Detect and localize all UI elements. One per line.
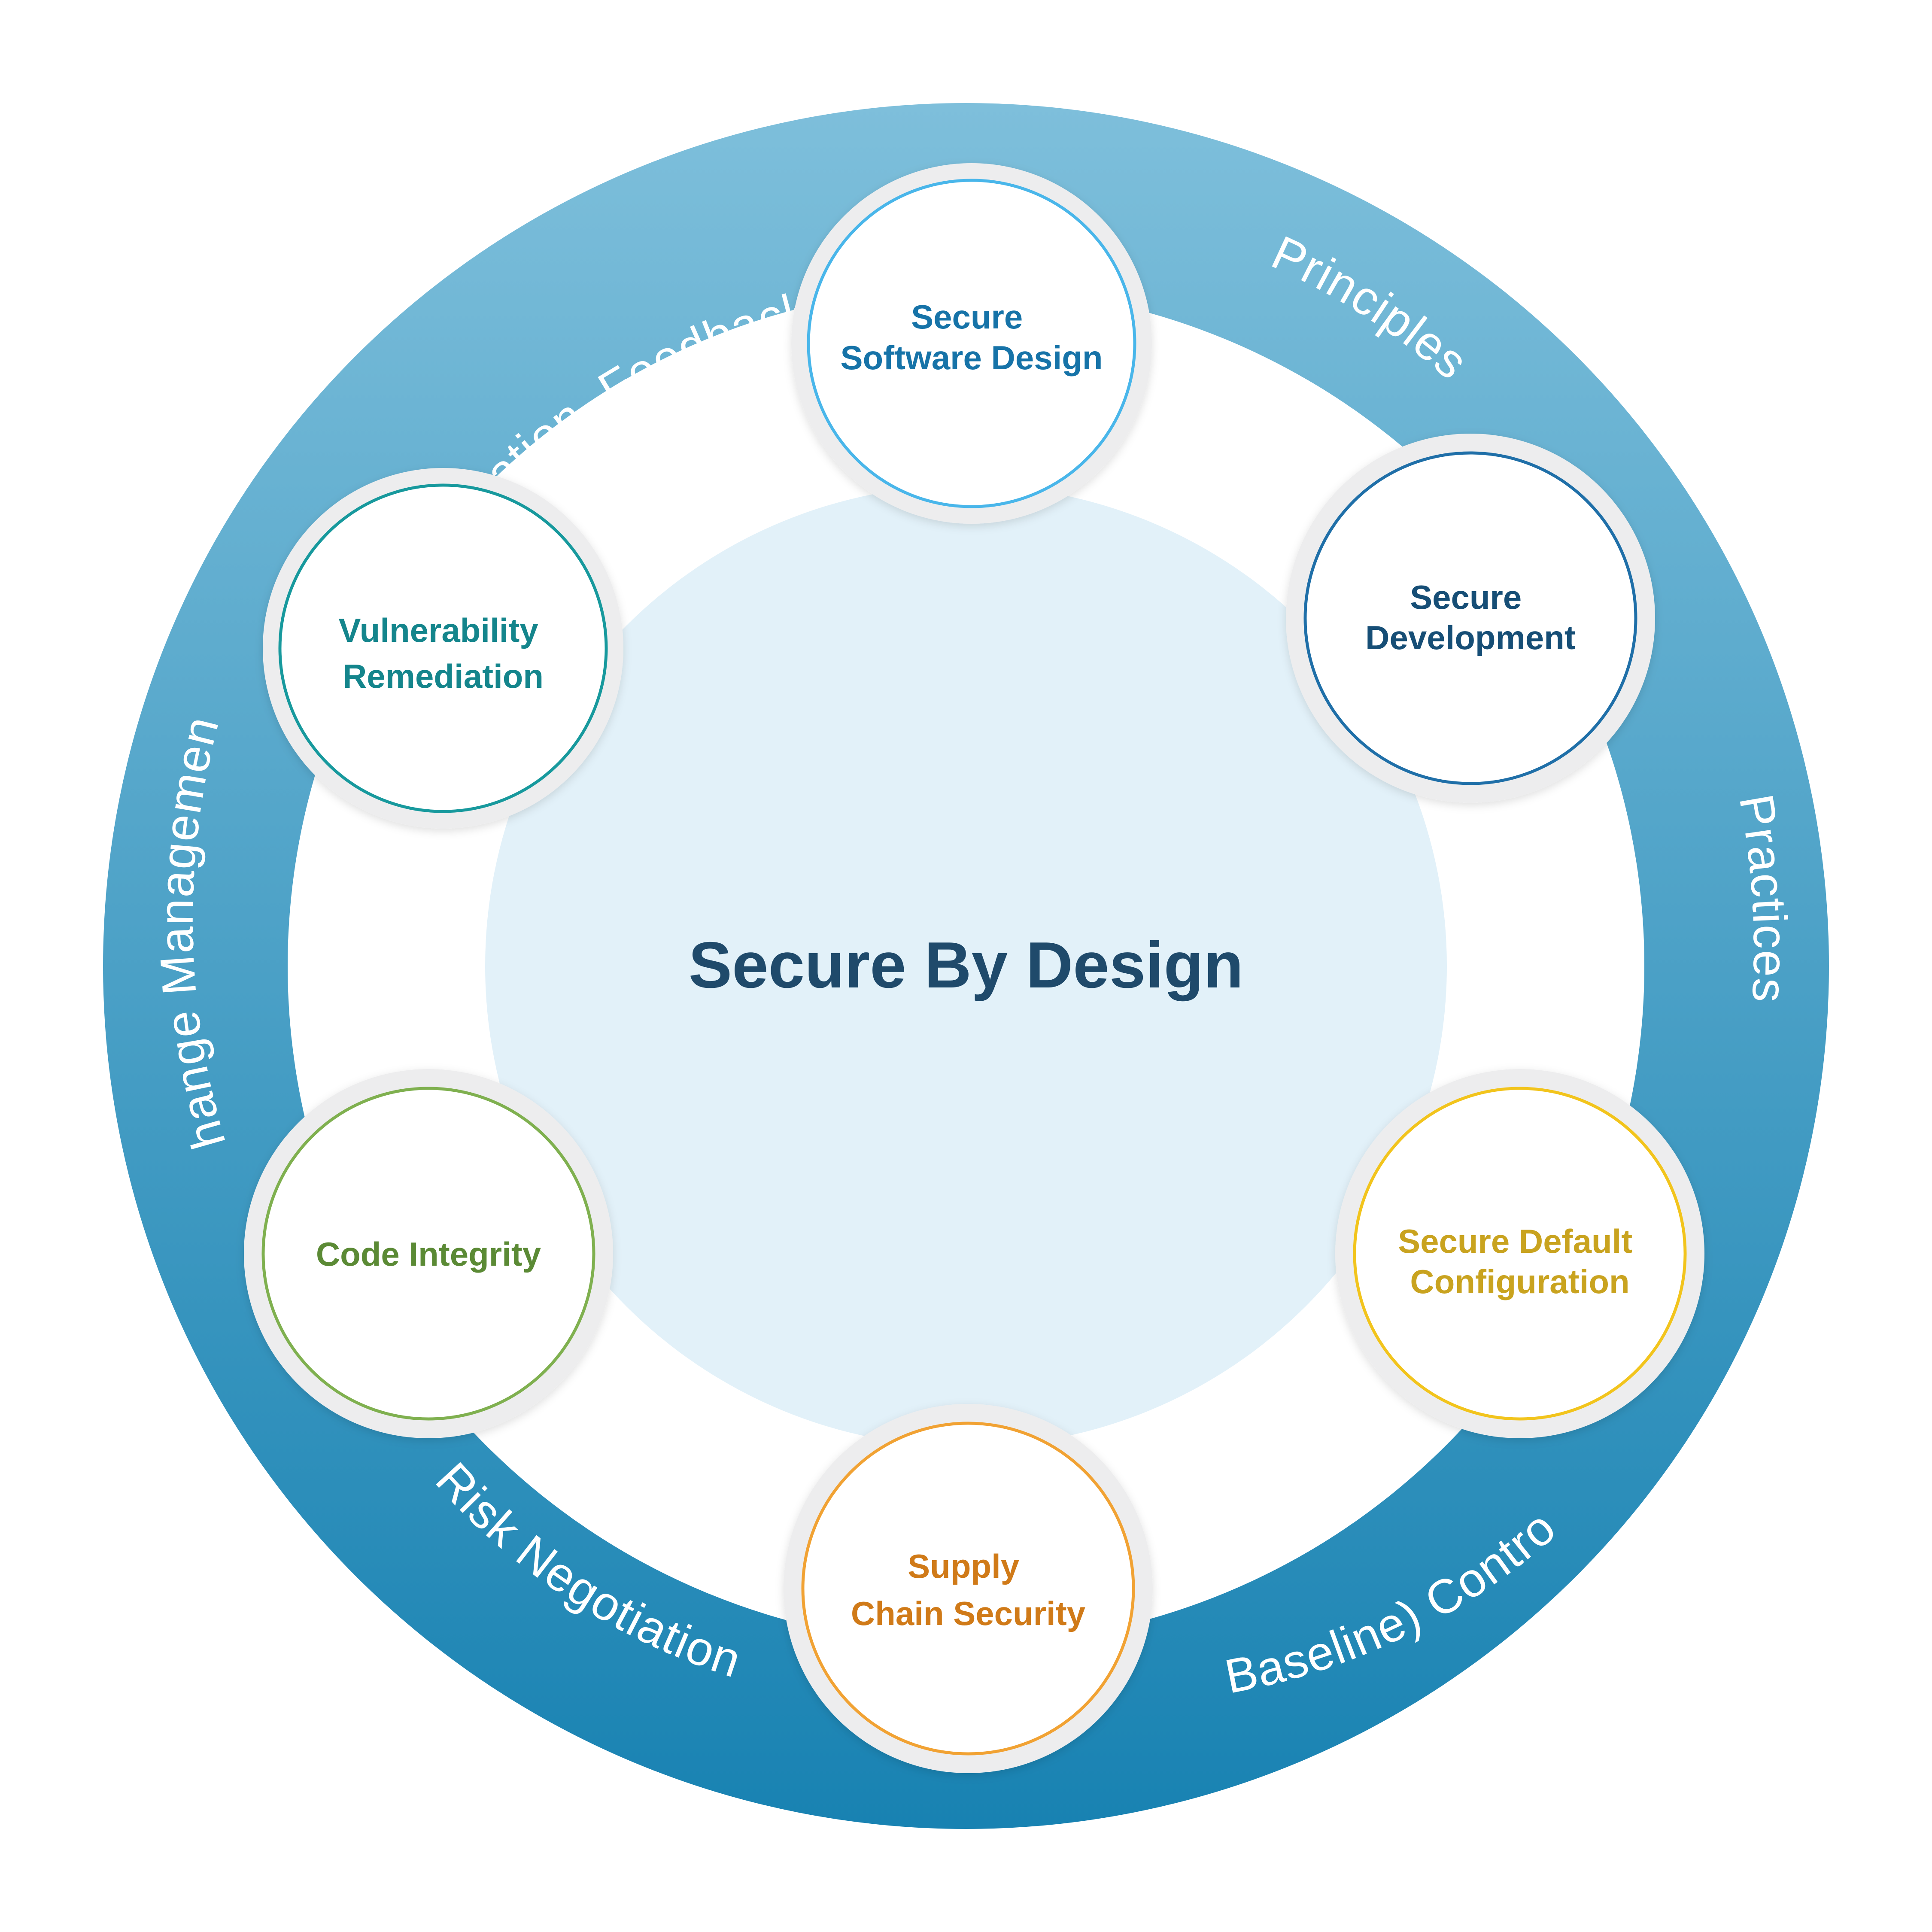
node-border: [278, 483, 608, 813]
svg-text:Secure Development: Secure Development: [1365, 578, 1576, 656]
node-label-line: Supply: [908, 1547, 1019, 1585]
node-border: [807, 179, 1136, 508]
node-label-line: Secure: [911, 298, 1023, 336]
node-label-line: Software Design: [840, 339, 1103, 377]
node-label-line: Chain Security: [851, 1595, 1085, 1632]
node-label-line: Secure: [1410, 578, 1522, 616]
node-code-integrity: Code Integrity: [244, 1069, 613, 1438]
center-title: Secure By Design: [689, 929, 1244, 1002]
node-secure-development: Secure Development: [1286, 434, 1655, 803]
node-border: [1353, 1087, 1687, 1421]
svg-text:Vulnerability Remediatio: Vulnerability Remediation: [339, 611, 548, 695]
node-label-line: Vulnerability: [339, 611, 538, 649]
node-label-line: Development: [1365, 619, 1576, 656]
node-border: [261, 1087, 595, 1421]
node-secure-software-design: Secure Software Design: [791, 163, 1152, 524]
svg-text:Secure Software Design: Secure Software Design: [840, 298, 1103, 377]
node-label-line: Remediation: [343, 657, 544, 695]
node-supply-chain-security: Supply Chain Security: [784, 1404, 1153, 1773]
node-vulnerability-remediation: Vulnerability Remediation: [263, 468, 623, 829]
svg-text:Secure Default Configura: Secure Default Configuration: [1398, 1222, 1642, 1300]
node-label-line: Secure Default: [1398, 1222, 1632, 1260]
node-secure-default-configuration: Secure Default Configuration: [1335, 1069, 1704, 1438]
svg-text:Supply Chain Security: Supply Chain Security: [851, 1547, 1085, 1632]
node-label-line: Configuration: [1410, 1263, 1629, 1300]
node-border: [801, 1422, 1135, 1756]
node-border: [1303, 451, 1637, 785]
center-core: [485, 485, 1447, 1447]
node-label-line: Code Integrity: [316, 1235, 541, 1273]
svg-text:Code Integrity: Code Integrity: [316, 1235, 541, 1273]
